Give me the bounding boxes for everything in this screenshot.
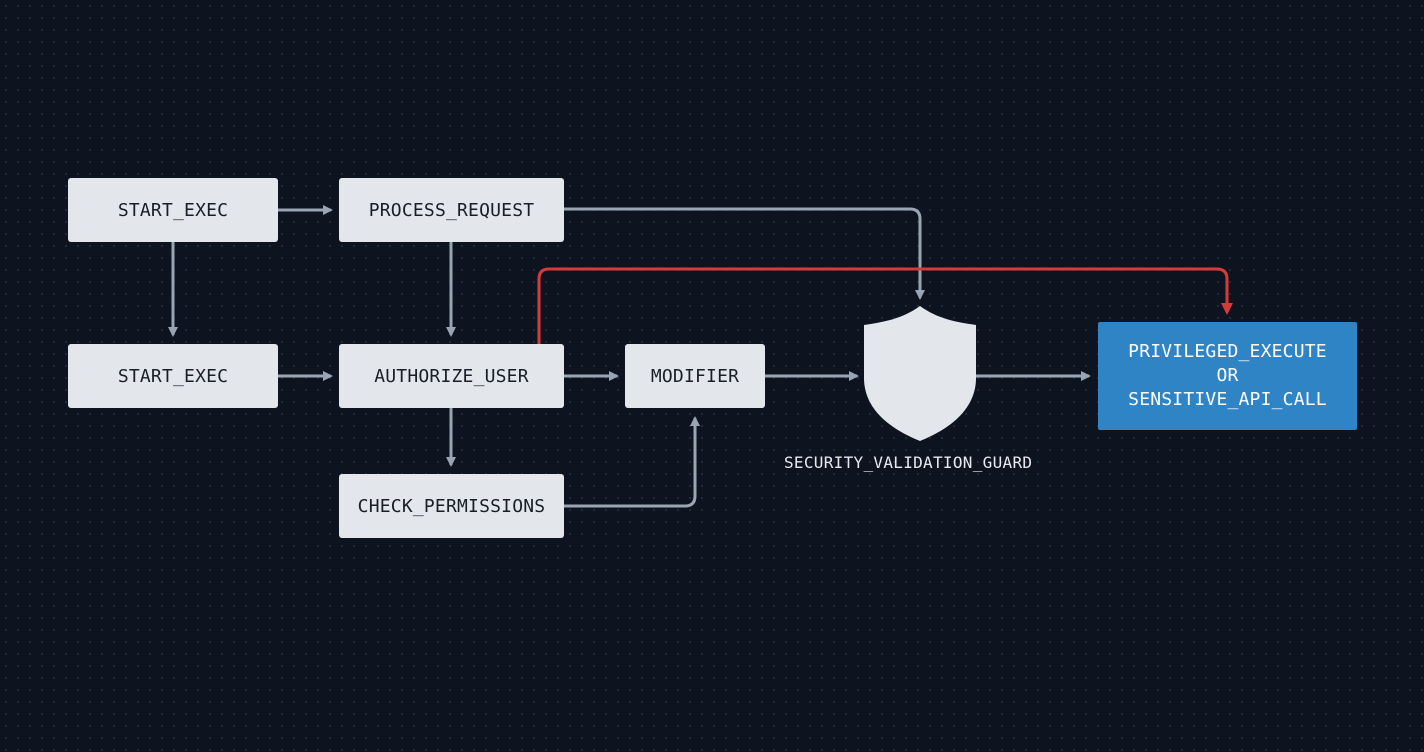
start-exec-node-secondary: START_EXEC <box>68 344 278 408</box>
modifier-label: MODIFIER <box>650 365 740 387</box>
shield-icon <box>864 306 976 441</box>
authorize-user-node: AUTHORIZE_USER <box>339 344 564 408</box>
start-exec-node: START_EXEC <box>68 178 278 242</box>
modifier-node: MODIFIER <box>625 344 765 408</box>
edge-process-to-guard <box>564 207 925 300</box>
authorize-user-label: AUTHORIZE_USER <box>374 365 529 387</box>
process-request-label: PROCESS_REQUEST <box>368 199 535 221</box>
target-line-2: OR <box>1216 365 1239 386</box>
security-guard-label: SECURITY_VALIDATION_GUARD <box>784 453 1033 472</box>
target-line-1: PRIVILEGED_EXECUTE <box>1128 341 1327 362</box>
process-request-node: PROCESS_REQUEST <box>339 178 564 242</box>
start-exec-label: START_EXEC <box>117 199 229 221</box>
target-line-3: SENSITIVE_API_CALL <box>1128 389 1327 410</box>
check-permissions-label: CHECK_PERMISSIONS <box>357 495 546 517</box>
start-exec-secondary-label: START_EXEC <box>117 365 229 387</box>
privileged-target-node: PRIVILEGED_EXECUTE OR SENSITIVE_API_CALL <box>1098 322 1357 430</box>
edge-check-to-modifier <box>564 416 700 508</box>
edge-bypass-authorize-to-target <box>537 267 1233 344</box>
check-permissions-node: CHECK_PERMISSIONS <box>339 474 564 538</box>
